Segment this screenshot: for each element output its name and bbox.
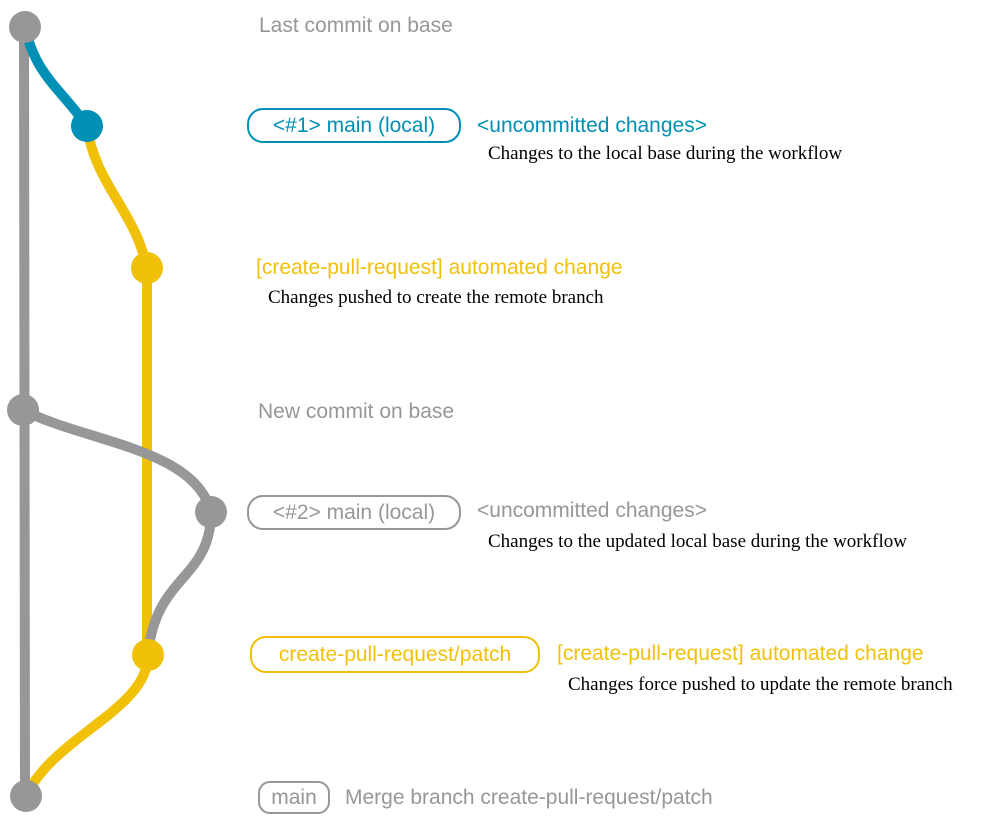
commit-node-last-base [9,11,41,43]
commit-node-new-base [7,394,39,426]
branch-badge-main-local-1: <#1> main (local) [247,108,461,143]
commit-note-automated-1: Changes pushed to create the remote bran… [268,287,604,308]
local-main-branch-segment [20,22,92,131]
commit-node-merge [10,780,42,812]
updated-pr-branch-segment [143,507,216,660]
git-graph [7,11,227,812]
commit-message-automated-2: [create-pull-request] automated change [557,642,924,665]
caption-new-commit: New commit on base [258,400,455,423]
branch-badge-main-local-2: <#2> main (local) [247,495,461,530]
commit-message-uncommitted-2: <uncommitted changes> [477,499,707,522]
commit-node-uncommitted-1 [71,110,103,142]
commit-message-merge: Merge branch create-pull-request/patch [345,786,713,809]
commit-node-automated-1 [131,252,163,284]
branch-badge-main: main [258,781,330,814]
commit-message-automated-1: [create-pull-request] automated change [256,256,623,279]
branch-badge-patch: create-pull-request/patch [250,636,540,673]
commit-note-automated-2: Changes force pushed to update the remot… [568,674,953,695]
commit-note-uncommitted-1: Changes to the local base during the wor… [488,143,843,164]
pr-branch-merge-segment [21,650,153,801]
caption-last-commit: Last commit on base [259,14,453,37]
commit-node-automated-2 [132,639,164,671]
updated-local-main-segment [18,405,216,517]
pr-branch-create-segment [82,121,152,273]
commit-note-uncommitted-2: Changes to the updated local base during… [488,531,907,552]
commit-message-uncommitted-1: <uncommitted changes> [477,114,707,137]
commit-node-uncommitted-2 [195,496,227,528]
